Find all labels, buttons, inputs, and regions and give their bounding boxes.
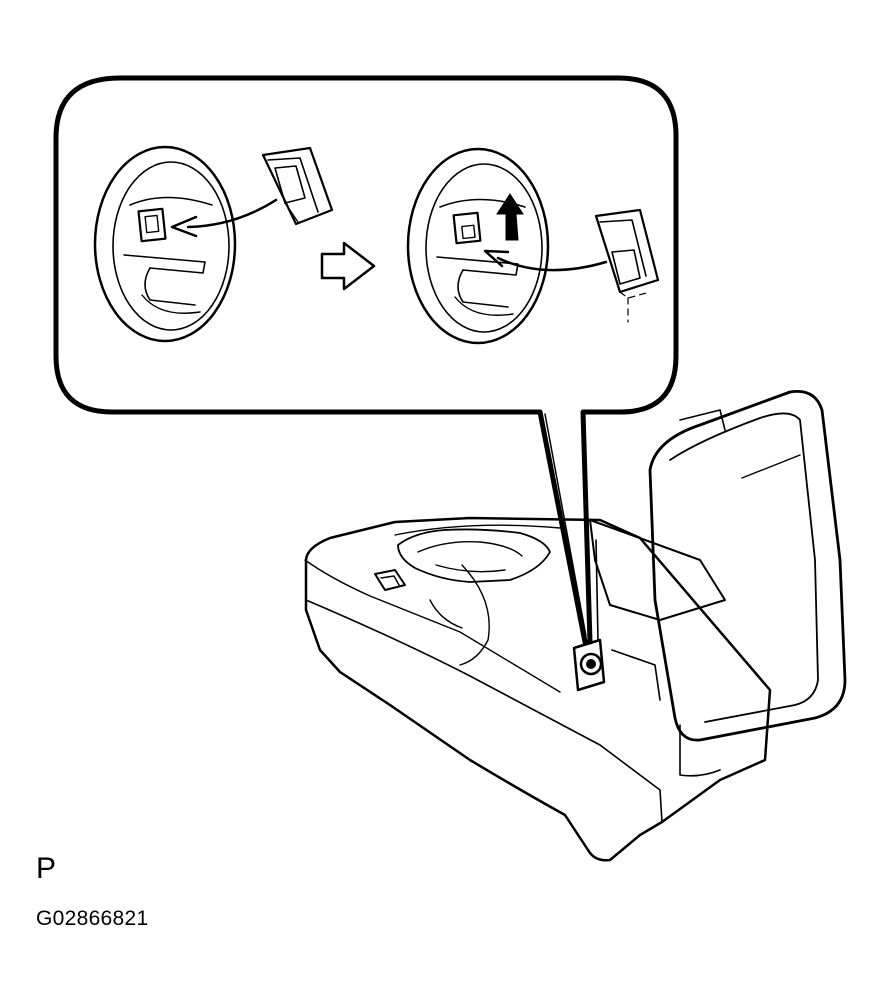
right-detail-recess — [406, 147, 550, 345]
view-letter: P — [36, 852, 57, 885]
seatback-frame — [589, 519, 726, 777]
seat-recess-with-clip — [572, 638, 606, 692]
cup-holder-recess — [397, 528, 551, 666]
callout-frame — [53, 75, 679, 645]
hollow-right-arrow-icon — [320, 241, 376, 291]
solid-up-arrow-icon — [496, 193, 524, 241]
left-detail-clip — [261, 146, 334, 226]
left-detail-recess — [93, 145, 237, 343]
right-detail-slot — [452, 211, 482, 245]
seat-cushion — [304, 516, 772, 862]
seat-slot-small — [374, 569, 406, 591]
curved-arrow-icon — [170, 198, 278, 238]
left-detail-slot — [137, 207, 167, 243]
curved-arrow-icon — [483, 249, 608, 272]
right-detail-clip — [594, 208, 660, 323]
headrest — [648, 390, 847, 742]
figure-code: G02866821 — [36, 907, 149, 930]
